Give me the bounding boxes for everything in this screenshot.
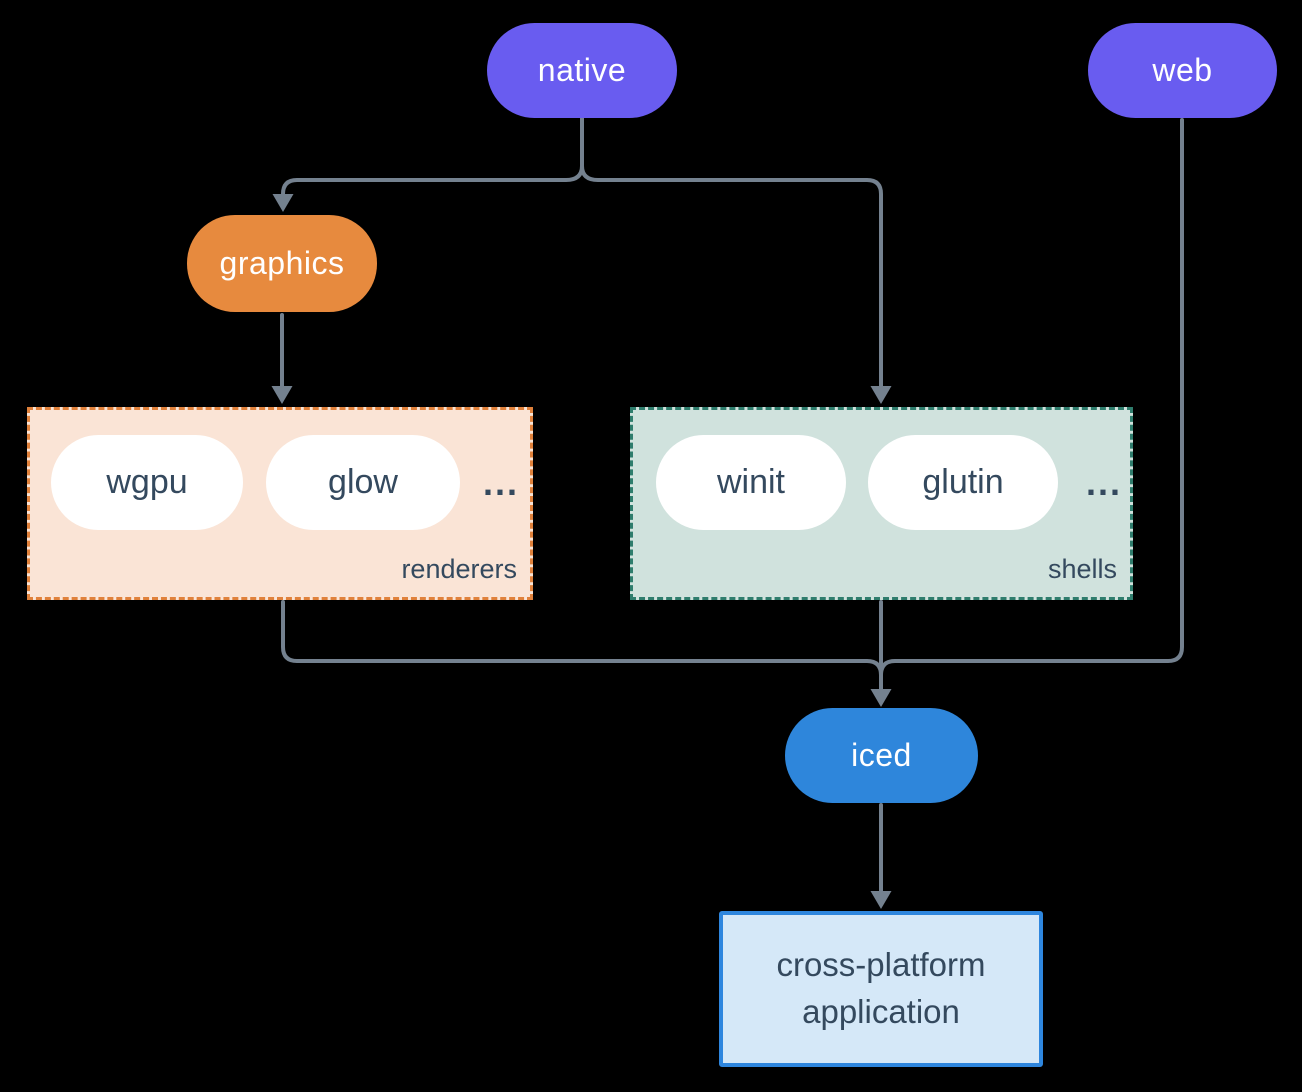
arrowhead-into-renderers	[271, 386, 293, 404]
arrowhead-into-shells	[870, 386, 892, 404]
renderers-group-label: renderers	[401, 554, 517, 584]
pill-winit: winit	[656, 435, 846, 530]
app-label-line1: cross-platform	[776, 946, 986, 984]
shells-ellipsis: ...	[1085, 461, 1122, 503]
node-web: web	[1088, 23, 1277, 118]
arrowhead-into-app	[870, 891, 892, 909]
renderers-ellipsis: ...	[482, 461, 519, 503]
group-shells: winit glutin ... shells	[630, 407, 1133, 600]
node-iced: iced	[785, 708, 978, 803]
arrowhead-into-iced	[870, 689, 892, 707]
node-graphics: graphics	[187, 215, 377, 312]
connector-native-to-graphics	[281, 164, 584, 197]
pill-glow-label: glow	[328, 463, 398, 501]
connector-renderers-to-iced	[281, 600, 883, 677]
node-graphics-label: graphics	[219, 245, 345, 281]
node-web-label: web	[1152, 52, 1213, 88]
node-native-label: native	[537, 52, 627, 88]
pill-glow: glow	[266, 435, 460, 530]
node-native: native	[487, 23, 677, 118]
pill-wgpu-label: wgpu	[106, 463, 188, 501]
group-renderers: wgpu glow ... renderers	[27, 407, 533, 600]
pill-glutin: glutin	[868, 435, 1058, 530]
shells-group-label: shells	[1047, 554, 1117, 584]
pill-wgpu: wgpu	[51, 435, 243, 530]
arrowhead-into-graphics	[272, 194, 294, 212]
connector-native-to-shells	[580, 164, 883, 390]
pill-glutin-label: glutin	[922, 463, 1004, 501]
pill-winit-label: winit	[716, 463, 786, 501]
node-iced-label: iced	[851, 737, 912, 773]
app-label-line2: application	[802, 993, 960, 1030]
cross-platform-application-box: cross-platform application	[719, 911, 1043, 1067]
